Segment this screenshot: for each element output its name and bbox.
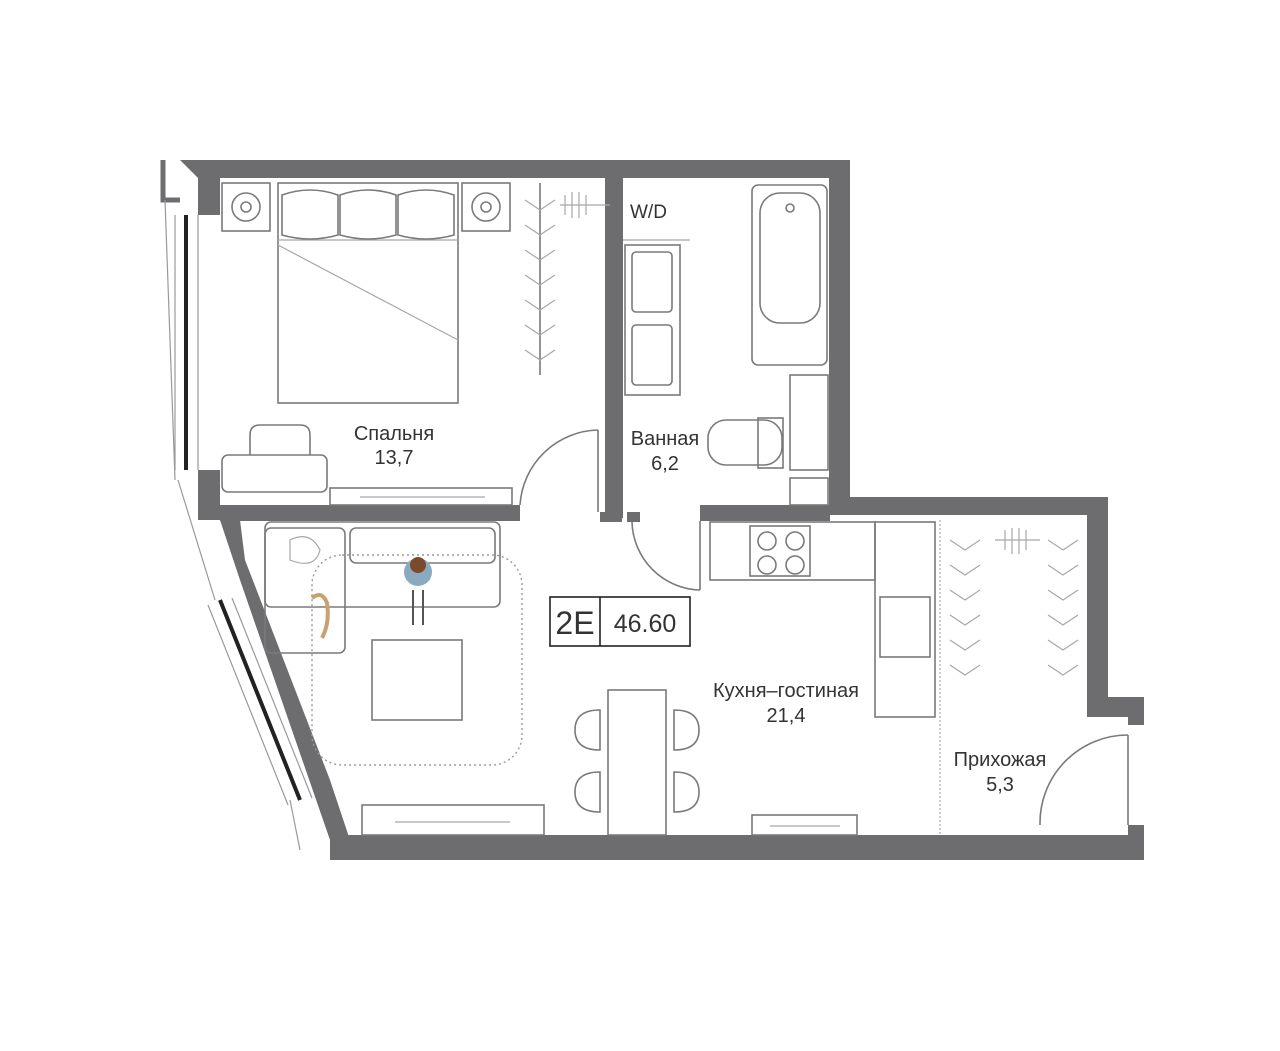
windows: [164, 199, 313, 851]
air-conditioner-icon: [221, 182, 511, 232]
svg-text:21,4: 21,4: [767, 705, 806, 727]
svg-text:13,7: 13,7: [375, 447, 414, 469]
bathroom-shelves: [789, 374, 829, 506]
unit-area: 46.60: [614, 610, 677, 638]
door-swing-icon: [519, 429, 1129, 826]
cat-icon: [310, 592, 330, 639]
svg-text:Спальня: Спальня: [354, 423, 434, 445]
person-icon: [404, 557, 432, 625]
sink-icon: [624, 244, 681, 396]
svg-text:Кухня–гостиная: Кухня–гостиная: [713, 680, 859, 702]
room-label-bathroom: Ванная 6,2: [631, 428, 700, 475]
unit-badge: 2E 46.60: [549, 596, 691, 647]
tv-stands: [361, 804, 858, 836]
wd-label: W/D: [623, 202, 690, 241]
svg-text:Ванная: Ванная: [631, 428, 700, 450]
rug-icon: [311, 554, 523, 766]
hall-wardrobe-icon: [939, 520, 1079, 835]
bathtub-icon: [751, 184, 828, 366]
svg-text:W/D: W/D: [630, 202, 667, 223]
wardrobe-icon: [524, 183, 610, 375]
room-label-bedroom: Спальня 13,7: [354, 423, 434, 469]
unit-code: 2E: [555, 605, 594, 641]
toilet-icon: [707, 417, 784, 469]
bed-icon: [277, 182, 459, 404]
dining-table-icon: [574, 689, 700, 836]
svg-text:5,3: 5,3: [986, 774, 1014, 796]
desk-icon: [221, 424, 513, 506]
svg-text:6,2: 6,2: [651, 453, 679, 475]
room-label-hallway: Прихожая 5,3: [954, 749, 1047, 796]
walls: [160, 160, 1144, 860]
svg-text:Прихожая: Прихожая: [954, 749, 1047, 771]
sofa-icon: [264, 521, 501, 654]
room-label-kitchen-living: Кухня–гостиная 21,4: [713, 680, 859, 727]
stove-icon: [709, 521, 936, 718]
